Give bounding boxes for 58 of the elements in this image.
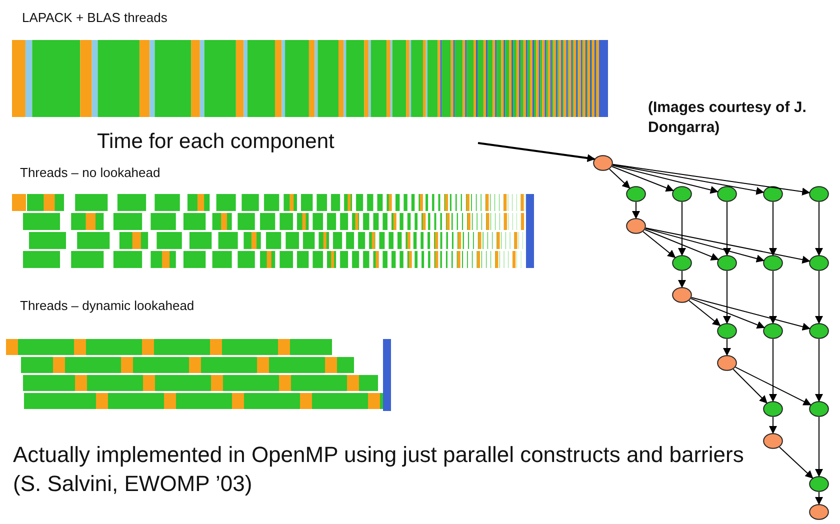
graph-node	[763, 433, 783, 449]
graph-node	[809, 476, 829, 492]
arrow	[723, 202, 731, 256]
graph-node	[626, 218, 646, 234]
arrow	[815, 492, 823, 505]
credit-note: (Images courtesy of J. Dongarra)	[648, 98, 808, 138]
graph-node	[809, 186, 829, 202]
arrow	[612, 164, 810, 196]
arrow	[769, 416, 777, 434]
arrow	[690, 298, 765, 329]
arrow	[678, 270, 686, 288]
arrow	[769, 338, 777, 402]
arrow	[678, 202, 686, 256]
graph-node	[763, 401, 783, 417]
graph-node	[763, 323, 783, 339]
arrow	[608, 168, 630, 189]
arrow	[769, 202, 777, 256]
arrow	[478, 142, 596, 162]
trace-caption: Time for each component	[97, 130, 334, 154]
arrow	[779, 446, 814, 479]
arrow	[642, 231, 676, 258]
graph-node	[717, 355, 737, 371]
arrow	[611, 166, 674, 192]
arrow	[815, 338, 823, 402]
arrow	[815, 270, 823, 324]
trace-caption: Threads – dynamic lookahead	[20, 298, 194, 313]
arrow	[732, 368, 768, 404]
arrow	[688, 300, 721, 326]
graph-node	[672, 255, 692, 271]
arrow	[612, 164, 718, 194]
arrow	[632, 202, 640, 219]
graph-node	[763, 255, 783, 271]
graph-node	[717, 323, 737, 339]
graph-node	[717, 186, 737, 202]
graph-node	[672, 287, 692, 303]
graph-node	[809, 504, 829, 520]
arrow	[769, 270, 777, 324]
arrow	[723, 270, 731, 324]
arrow	[644, 228, 764, 262]
trace-caption: LAPACK + BLAS threads	[22, 10, 168, 25]
arrow	[723, 338, 731, 356]
graph-node	[809, 401, 829, 417]
arrow	[644, 229, 719, 260]
graph-node	[763, 186, 783, 202]
graph-node	[593, 155, 613, 171]
graph-node	[809, 323, 829, 339]
trace-caption: Threads – no lookahead	[20, 165, 160, 180]
caption-text: Actually implemented in OpenMP using just parallel constructs and barriers (S. Salvini, EWOMP ’03)	[13, 441, 745, 498]
arrow	[645, 227, 810, 264]
arrow	[691, 297, 810, 331]
arrow	[612, 164, 764, 195]
arrow	[815, 202, 823, 256]
graph-node	[809, 255, 829, 271]
graph-node	[717, 255, 737, 271]
arrow	[734, 366, 812, 406]
arrow	[815, 416, 823, 477]
graph-node	[672, 186, 692, 202]
graph-node	[626, 186, 646, 202]
